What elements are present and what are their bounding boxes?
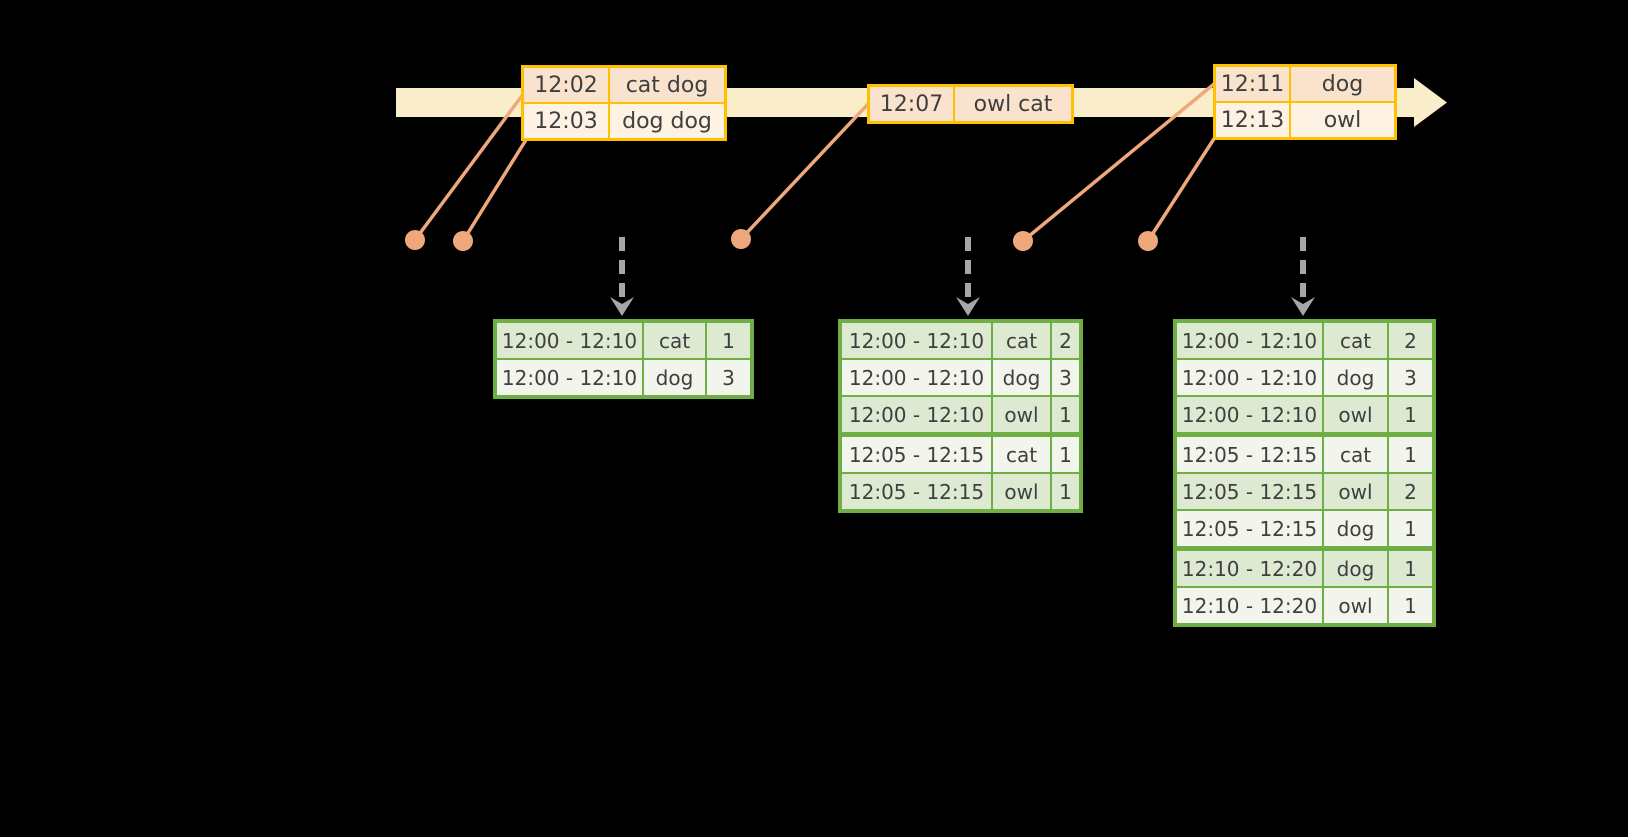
event-words-cell: owl cat bbox=[953, 84, 1074, 124]
window-cell: 12:10 - 12:20 bbox=[1174, 546, 1324, 588]
window-cell: 12:05 - 12:15 bbox=[1174, 509, 1324, 550]
count-cell: 2 bbox=[1050, 320, 1082, 360]
event-dot bbox=[731, 229, 751, 249]
word-cell: dog bbox=[1322, 546, 1389, 588]
event-connector-line bbox=[461, 134, 531, 242]
word-cell: owl bbox=[1322, 586, 1389, 626]
count-cell: 1 bbox=[1387, 509, 1435, 550]
event-connector-line bbox=[1021, 82, 1216, 243]
word-cell: owl bbox=[991, 395, 1052, 436]
event-connector-line bbox=[739, 101, 871, 241]
window-cell: 12:00 - 12:10 bbox=[1174, 320, 1324, 360]
window-cell: 12:00 - 12:10 bbox=[494, 358, 644, 398]
event-dot bbox=[405, 230, 425, 250]
window-cell: 12:00 - 12:10 bbox=[494, 320, 644, 360]
window-cell: 12:10 - 12:20 bbox=[1174, 586, 1324, 626]
event-time-cell: 12:02 bbox=[521, 65, 610, 104]
count-cell: 1 bbox=[1050, 472, 1082, 512]
count-cell: 1 bbox=[1387, 395, 1435, 436]
count-cell: 2 bbox=[1387, 320, 1435, 360]
event-connector-line bbox=[413, 91, 526, 242]
event-dot bbox=[1138, 231, 1158, 251]
count-cell: 1 bbox=[1387, 586, 1435, 626]
window-cell: 12:00 - 12:10 bbox=[1174, 358, 1324, 397]
count-cell: 2 bbox=[1387, 472, 1435, 511]
emit-arrows bbox=[610, 237, 1315, 316]
event-dots bbox=[405, 229, 1158, 251]
event-words-cell: owl bbox=[1289, 101, 1397, 140]
word-cell: cat bbox=[1322, 320, 1389, 360]
event-dot bbox=[1013, 231, 1033, 251]
count-cell: 3 bbox=[1050, 358, 1082, 397]
window-cell: 12:00 - 12:10 bbox=[839, 395, 993, 436]
event-connector-line bbox=[1146, 130, 1221, 242]
word-cell: owl bbox=[991, 472, 1052, 512]
emit-arrowhead-icon bbox=[1291, 297, 1315, 316]
timeline-arrowhead bbox=[1414, 78, 1447, 127]
event-dot bbox=[453, 231, 473, 251]
emit-arrowhead-icon bbox=[956, 297, 980, 316]
window-cell: 12:00 - 12:10 bbox=[839, 320, 993, 360]
word-cell: cat bbox=[1322, 432, 1389, 474]
count-cell: 1 bbox=[1050, 432, 1082, 474]
window-cell: 12:05 - 12:15 bbox=[839, 472, 993, 512]
word-cell: owl bbox=[1322, 472, 1389, 511]
emit-arrowhead-icon bbox=[610, 297, 634, 316]
event-time-cell: 12:11 bbox=[1213, 64, 1291, 103]
word-cell: dog bbox=[642, 358, 707, 398]
word-cell: cat bbox=[642, 320, 707, 360]
window-cell: 12:05 - 12:15 bbox=[1174, 472, 1324, 511]
count-cell: 1 bbox=[1387, 546, 1435, 588]
word-cell: dog bbox=[1322, 509, 1389, 550]
event-time-cell: 12:03 bbox=[521, 102, 610, 141]
count-cell: 3 bbox=[705, 358, 753, 398]
event-connectors bbox=[413, 82, 1221, 243]
event-time-cell: 12:07 bbox=[867, 84, 955, 124]
count-cell: 1 bbox=[1050, 395, 1082, 436]
count-cell: 1 bbox=[1387, 432, 1435, 474]
word-cell: dog bbox=[991, 358, 1052, 397]
event-words-cell: dog dog bbox=[608, 102, 727, 141]
window-cell: 12:00 - 12:10 bbox=[839, 358, 993, 397]
window-cell: 12:05 - 12:15 bbox=[1174, 432, 1324, 474]
window-cell: 12:05 - 12:15 bbox=[839, 432, 993, 474]
word-cell: dog bbox=[1322, 358, 1389, 397]
word-cell: owl bbox=[1322, 395, 1389, 436]
count-cell: 1 bbox=[705, 320, 753, 360]
window-cell: 12:00 - 12:10 bbox=[1174, 395, 1324, 436]
word-cell: cat bbox=[991, 432, 1052, 474]
event-time-cell: 12:13 bbox=[1213, 101, 1291, 140]
event-words-cell: dog bbox=[1289, 64, 1397, 103]
event-words-cell: cat dog bbox=[608, 65, 727, 104]
word-cell: cat bbox=[991, 320, 1052, 360]
count-cell: 3 bbox=[1387, 358, 1435, 397]
